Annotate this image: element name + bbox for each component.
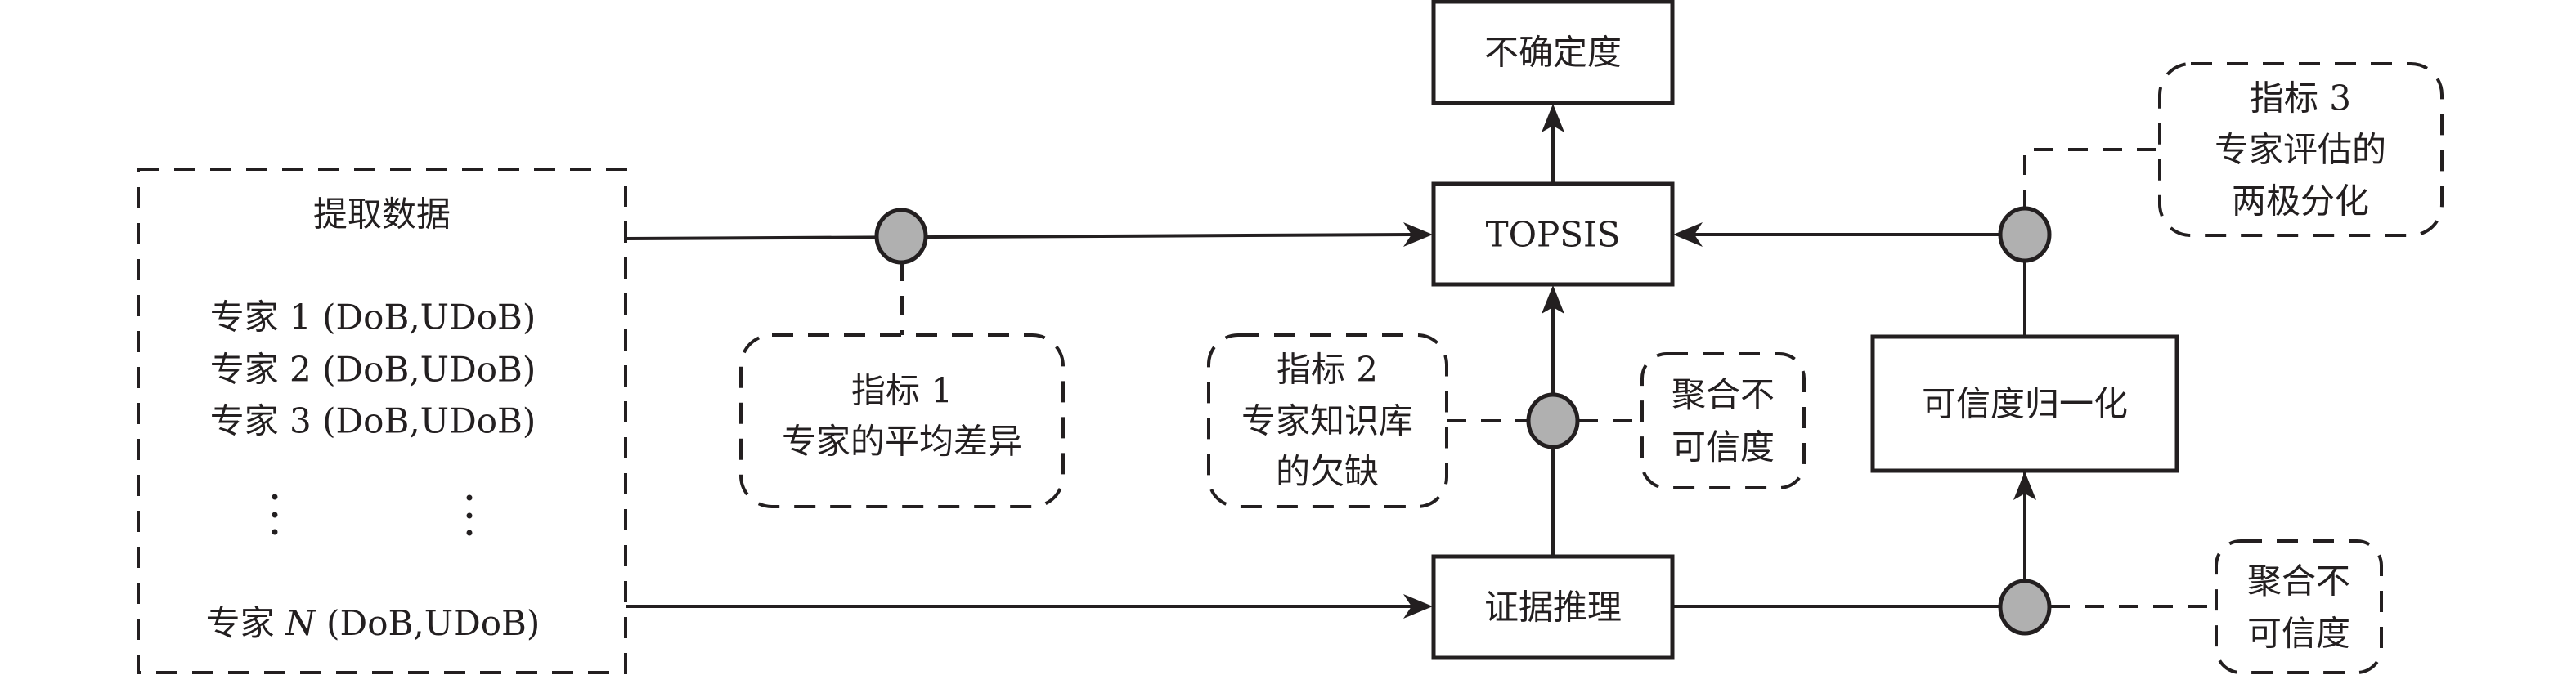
indicator3-title: 指标 3 [2250, 78, 2351, 118]
arrowhead-into-uncertainty [1542, 104, 1564, 132]
arrowhead-into-normalize [2013, 472, 2036, 500]
evidence-reasoning-label: 证据推理 [1484, 588, 1622, 628]
topsis-label: TOPSIS [1486, 215, 1621, 255]
indicator2-title: 指标 2 [1277, 350, 1378, 390]
vertical-ellipsis-right [466, 494, 473, 536]
source-data-frame [137, 168, 627, 674]
arrowhead-into-topsis-left [1403, 222, 1433, 247]
evidence-reasoning-box: 证据推理 [1431, 554, 1675, 660]
credibility-normalize-box: 可信度归一化 [1870, 334, 2179, 473]
indicator3-box: 指标 3 专家评估的 两极分化 [2158, 62, 2444, 237]
arrowhead-into-evidence [1403, 594, 1433, 619]
agg-distrust-bottom-line1: 聚合不 [2247, 561, 2350, 601]
agg-distrust-bottom-box: 聚合不 可信度 [2215, 539, 2383, 674]
junction-node-agg-distrust [1998, 579, 2052, 636]
uncertainty-box: 不确定度 [1431, 0, 1675, 105]
connector-source-to-topsis [625, 233, 1411, 240]
source-data-title: 提取数据 [313, 194, 451, 235]
dashed-link-indicator3 [2023, 148, 2160, 209]
indicator1-title: 指标 1 [851, 371, 953, 411]
arrowhead-into-topsis-bottom [1542, 285, 1564, 314]
junction-node-indicator1 [874, 208, 928, 265]
junction-node-indicator2 [1526, 392, 1580, 449]
indicator2-desc-1: 专家知识库 [1241, 401, 1413, 441]
agg-distrust-mid-box: 聚合不 可信度 [1640, 352, 1806, 489]
indicator2-desc-2: 的欠缺 [1276, 452, 1379, 492]
vertical-ellipsis-left [272, 494, 278, 535]
agg-distrust-mid-line1: 聚合不 [1672, 375, 1775, 415]
indicator1-desc: 专家的平均差异 [782, 422, 1022, 462]
agg-distrust-bottom-line2: 可信度 [2247, 614, 2350, 654]
topsis-box: TOPSIS [1431, 181, 1675, 287]
indicator2-box: 指标 2 专家知识库 的欠缺 [1207, 333, 1448, 508]
junction-node-indicator3 [1998, 206, 2052, 263]
source-data-box: 提取数据 专家 1 (DoB,UDoB) 专家 2 (DoB,UDoB) 专家 … [137, 168, 627, 674]
expert-row: 专家 2 (DoB,UDoB) [210, 350, 536, 390]
indicator3-desc-2: 两极分化 [2232, 181, 2369, 221]
indicator1-box: 指标 1 专家的平均差异 [739, 333, 1065, 508]
agg-distrust-mid-line2: 可信度 [1672, 427, 1775, 467]
arrowhead-into-topsis-right [1673, 222, 1703, 247]
indicator3-desc-1: 专家评估的 [2215, 130, 2386, 170]
expert-row-n: 专家 N (DoB,UDoB) [206, 603, 541, 643]
expert-row: 专家 1 (DoB,UDoB) [210, 297, 536, 338]
credibility-normalize-label: 可信度归一化 [1922, 384, 2128, 424]
uncertainty-label: 不确定度 [1484, 33, 1622, 73]
expert-row: 专家 3 (DoB,UDoB) [210, 401, 536, 441]
